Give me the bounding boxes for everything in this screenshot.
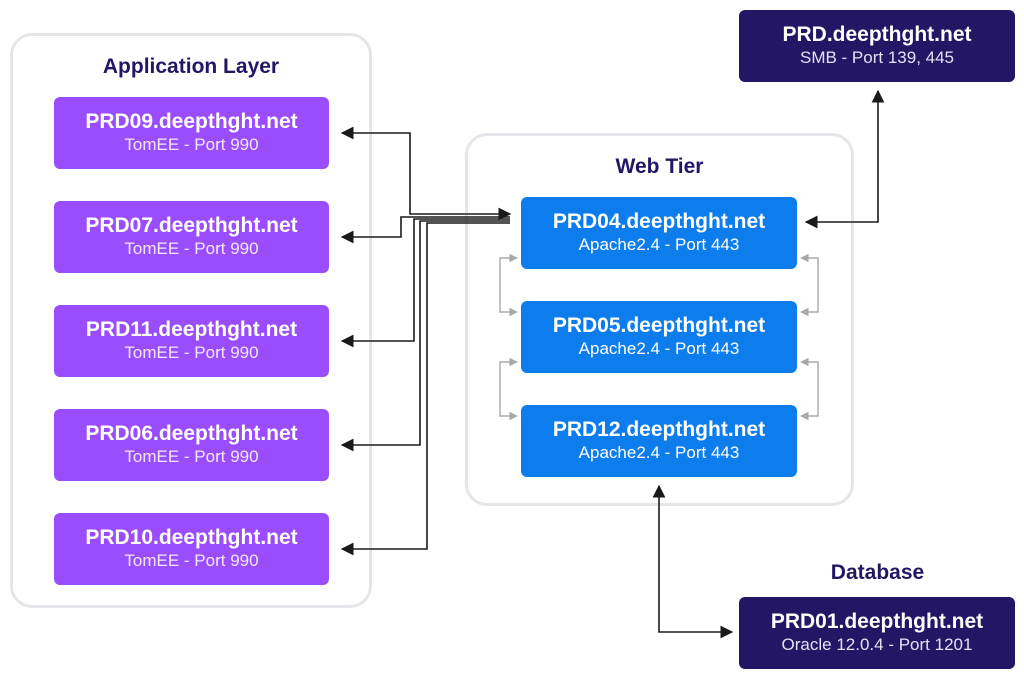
node-service: TomEE - Port 990 [124,447,259,466]
app-node-prd09: PRD09.deepthght.net TomEE - Port 990 [54,97,329,169]
replication-right-05-12 [800,357,819,421]
link-prd12-database [652,484,734,639]
link-prd11-prd04 [340,218,510,348]
app-node-prd07: PRD07.deepthght.net TomEE - Port 990 [54,201,329,273]
node-name: PRD10.deepthght.net [85,526,298,549]
app-node-prd11: PRD11.deepthght.net TomEE - Port 990 [54,305,329,377]
database-node: PRD01.deepthght.net Oracle 12.0.4 - Port… [739,597,1015,669]
node-name: PRD11.deepthght.net [85,318,298,341]
node-name: PRD06.deepthght.net [85,422,298,445]
node-name: PRD09.deepthght.net [85,110,298,133]
app-node-prd06: PRD06.deepthght.net TomEE - Port 990 [54,409,329,481]
link-prd04-smb [804,89,885,229]
replication-left-04-05 [499,253,518,317]
web-tier-title: Web Tier [615,155,704,178]
node-name: PRD01.deepthght.net [770,610,984,633]
link-prd10-prd04 [340,222,510,556]
smb-node: PRD.deepthght.net SMB - Port 139, 445 [739,10,1015,82]
web-node-prd04: PRD04.deepthght.net Apache2.4 - Port 443 [521,197,797,269]
node-name: PRD07.deepthght.net [85,214,298,237]
node-service: TomEE - Port 990 [124,135,259,154]
node-service: Apache2.4 - Port 443 [578,235,740,254]
node-name: PRD.deepthght.net [782,23,972,46]
link-prd07-prd04 [340,216,510,244]
node-service: Apache2.4 - Port 443 [578,339,740,358]
node-service: Apache2.4 - Port 443 [578,443,740,462]
node-service: TomEE - Port 990 [124,239,259,258]
replication-right-04-05 [800,253,819,317]
replication-left-05-12 [499,357,518,421]
link-prd09-prd04 [340,126,512,221]
node-service: TomEE - Port 990 [124,343,259,362]
node-name: PRD04.deepthght.net [552,210,766,233]
node-service: SMB - Port 139, 445 [799,48,955,67]
link-prd06-prd04 [340,220,510,452]
node-name: PRD12.deepthght.net [552,418,766,441]
node-service: Oracle 12.0.4 - Port 1201 [781,635,973,654]
application-layer-title: Application Layer [102,55,280,78]
web-node-prd05: PRD05.deepthght.net Apache2.4 - Port 443 [521,301,797,373]
node-service: TomEE - Port 990 [124,551,259,570]
node-name: PRD05.deepthght.net [552,314,766,337]
app-node-prd10: PRD10.deepthght.net TomEE - Port 990 [54,513,329,585]
web-node-prd12: PRD12.deepthght.net Apache2.4 - Port 443 [521,405,797,477]
database-title: Database [830,561,925,584]
